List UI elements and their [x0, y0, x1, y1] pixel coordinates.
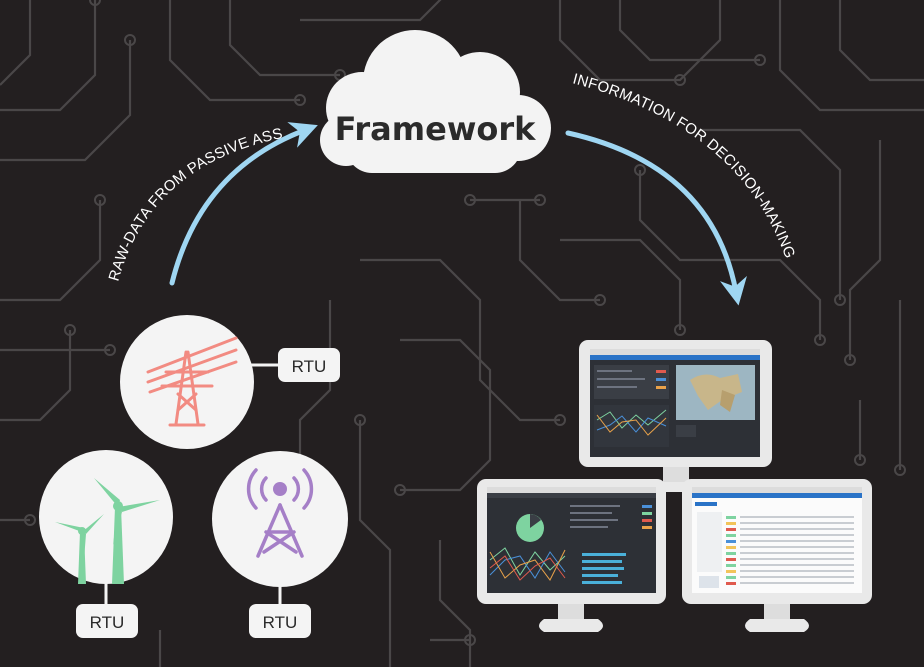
raw-data-label: RAW-DATA FROM PASSIVE ASSETS — [0, 0, 284, 283]
rtu-label-tower: RTU — [292, 357, 327, 376]
framework-cloud: Framework — [320, 30, 551, 173]
monitor-right — [682, 479, 872, 632]
rtu-box-tower — [278, 348, 340, 382]
table-rows — [726, 516, 854, 585]
rtu-box-radio — [249, 604, 311, 638]
radio-tower-asset: RTU — [212, 451, 348, 638]
raw-data-arrow — [169, 122, 318, 286]
circuit-pads — [24, 0, 906, 646]
rtu-label-wind: RTU — [90, 613, 125, 632]
wind-turbine-icon — [55, 478, 160, 584]
information-label: INFORMATION FOR DECISION-MAKING — [571, 70, 798, 260]
monitor-top — [579, 340, 772, 492]
wind-turbines-asset: RTU — [39, 450, 173, 638]
rtu-label-radio: RTU — [263, 613, 298, 632]
radio-tower-icon — [246, 468, 314, 558]
cloud-icon — [320, 30, 551, 173]
information-arrow — [565, 130, 747, 306]
cloud-title: Framework — [335, 110, 537, 148]
rtu-box-wind — [76, 604, 138, 638]
power-tower-asset: RTU — [120, 315, 340, 449]
transmission-tower-icon — [146, 336, 238, 427]
monitor-left — [477, 479, 666, 632]
